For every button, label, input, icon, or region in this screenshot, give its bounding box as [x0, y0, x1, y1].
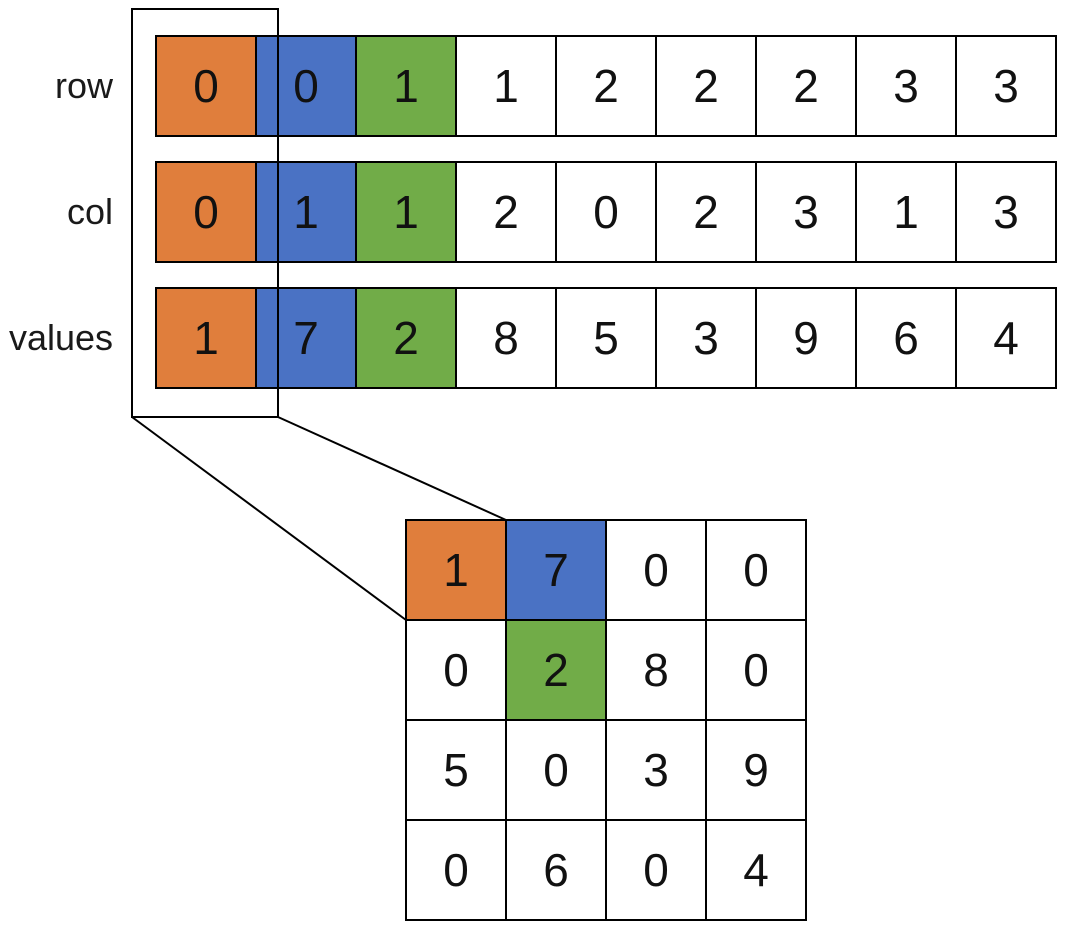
array-cell: 1	[255, 161, 357, 263]
array-cell: 2	[355, 287, 457, 389]
array-cell: 1	[855, 161, 957, 263]
matrix-cell: 0	[405, 819, 507, 921]
dense-matrix: 1 7 0 0 0 2 8 0 5 0 3 9 0 6 0 4	[405, 519, 807, 921]
zoom-bracket-box	[131, 8, 279, 418]
array-cell: 1	[155, 287, 257, 389]
zoom-line-right	[277, 416, 507, 521]
values-array: 1 7 2 8 5 3 9 6 4	[155, 287, 1057, 389]
array-cell: 0	[255, 35, 357, 137]
col-array: 0 1 1 2 0 2 3 1 3	[155, 161, 1057, 263]
matrix-cell: 0	[605, 819, 707, 921]
matrix-cell: 1	[405, 519, 507, 621]
matrix-row: 0 6 0 4	[405, 819, 807, 921]
array-cell: 2	[755, 35, 857, 137]
matrix-row: 1 7 0 0	[405, 519, 807, 621]
array-cell: 0	[155, 35, 257, 137]
matrix-cell: 7	[505, 519, 607, 621]
matrix-cell: 0	[505, 719, 607, 821]
zoom-line-left	[131, 416, 407, 621]
array-cell: 4	[955, 287, 1057, 389]
matrix-cell: 0	[405, 619, 507, 721]
array-cell: 3	[855, 35, 957, 137]
array-cell: 1	[355, 35, 457, 137]
values-array-label: values	[8, 317, 113, 358]
matrix-cell: 3	[605, 719, 707, 821]
array-cell: 3	[755, 161, 857, 263]
col-array-label: col	[66, 191, 113, 232]
array-cell: 2	[555, 35, 657, 137]
array-cell: 2	[455, 161, 557, 263]
array-cell: 3	[655, 287, 757, 389]
matrix-cell: 0	[605, 519, 707, 621]
array-cell: 3	[955, 35, 1057, 137]
matrix-cell: 4	[705, 819, 807, 921]
array-cell: 2	[655, 161, 757, 263]
array-cell: 6	[855, 287, 957, 389]
array-cell: 3	[955, 161, 1057, 263]
row-array-label: row	[54, 65, 113, 106]
matrix-cell: 5	[405, 719, 507, 821]
matrix-cell: 6	[505, 819, 607, 921]
row-array: 0 0 1 1 2 2 2 3 3	[155, 35, 1057, 137]
array-cell: 5	[555, 287, 657, 389]
array-cell: 8	[455, 287, 557, 389]
array-cell: 2	[655, 35, 757, 137]
matrix-row: 5 0 3 9	[405, 719, 807, 821]
matrix-cell: 2	[505, 619, 607, 721]
array-cell: 9	[755, 287, 857, 389]
matrix-row: 0 2 8 0	[405, 619, 807, 721]
matrix-cell: 0	[705, 619, 807, 721]
matrix-cell: 9	[705, 719, 807, 821]
array-cell: 1	[355, 161, 457, 263]
matrix-cell: 8	[605, 619, 707, 721]
array-cell: 7	[255, 287, 357, 389]
matrix-cell: 0	[705, 519, 807, 621]
array-cell: 1	[455, 35, 557, 137]
array-cell: 0	[555, 161, 657, 263]
